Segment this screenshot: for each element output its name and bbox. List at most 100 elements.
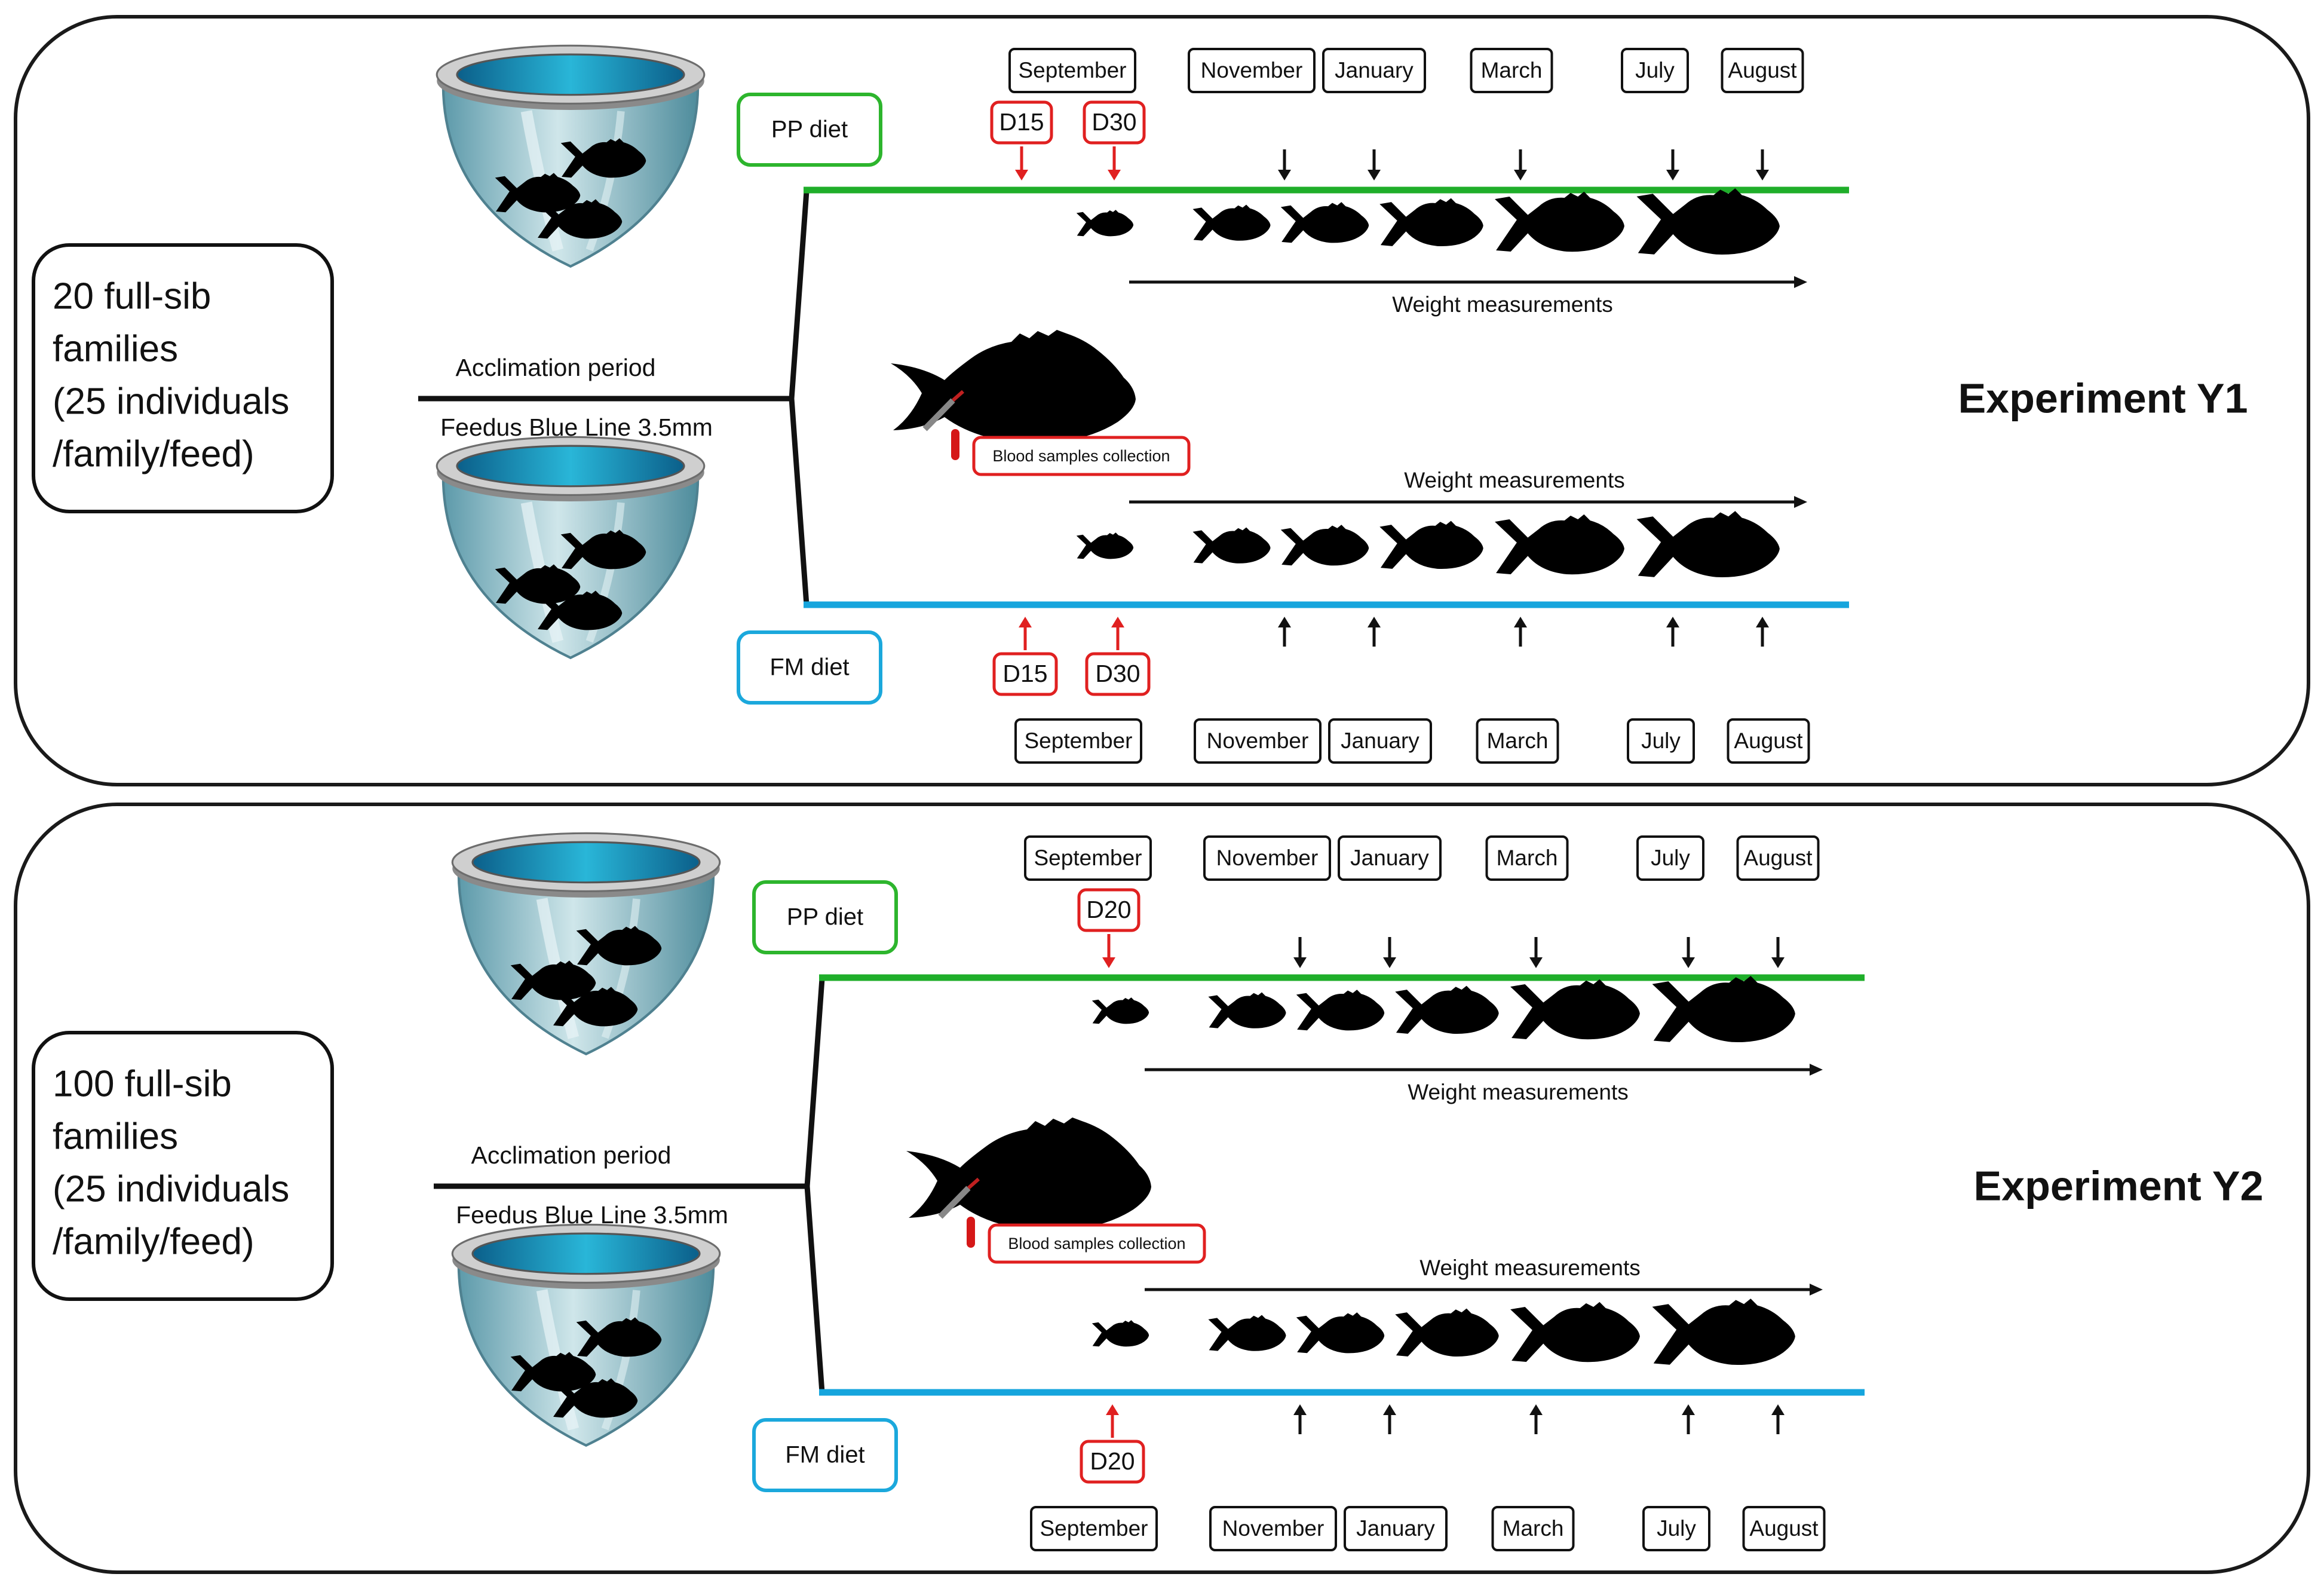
sampling-arrow-top-head xyxy=(1015,170,1028,180)
weight-arrow-top-head xyxy=(1810,1064,1823,1076)
weighing-arrow-top xyxy=(1514,149,1527,180)
blood-collection-label-box xyxy=(988,1223,1206,1264)
syringe-icon xyxy=(938,1177,980,1219)
weighing-arrow-bottom xyxy=(1383,1404,1396,1434)
month-bottom-5-label: July xyxy=(1657,1516,1696,1541)
weighing-arrow-top xyxy=(1278,149,1291,180)
month-bottom-3: January xyxy=(1328,718,1432,764)
weighing-arrow-top xyxy=(1756,149,1769,180)
fm-diet-label-box xyxy=(752,1418,898,1492)
month-bottom-3-label: January xyxy=(1341,728,1419,753)
pp-diet-label: PP diet xyxy=(752,880,898,954)
sampling-day-top: D30 xyxy=(1083,100,1146,145)
month-top-2-label: November xyxy=(1201,58,1303,82)
sampling-arrow-top-head xyxy=(1108,170,1121,180)
branch-line xyxy=(789,191,810,605)
month-bottom-5-box xyxy=(1642,1506,1710,1551)
month-top-3-label: January xyxy=(1350,846,1429,870)
feed-label: Feedus Blue Line 3.5mm xyxy=(456,1201,728,1229)
weighing-arrow-bottom xyxy=(1771,1404,1785,1434)
pp-diet-label-box xyxy=(752,880,898,954)
sampling-day-bottom-box xyxy=(1080,1440,1145,1484)
month-bottom-3: January xyxy=(1344,1506,1448,1551)
month-top-2: November xyxy=(1188,48,1316,93)
month-top-4-box xyxy=(1485,835,1569,881)
sampling-day-bottom-label: D30 xyxy=(1095,660,1140,687)
weighing-arrow-top-head xyxy=(1368,170,1381,180)
syringe-barrel xyxy=(938,1186,971,1219)
weight-arrow-top xyxy=(1129,276,1807,288)
month-top-3-box xyxy=(1322,48,1426,93)
month-bottom-1: September xyxy=(1030,1506,1158,1551)
syringe-needle xyxy=(967,1177,980,1190)
sampling-arrow-top xyxy=(1102,934,1115,968)
weighing-arrow-top-head xyxy=(1666,170,1679,180)
blood-collection-label: Blood samples collection xyxy=(972,436,1191,476)
sampling-day-top-box xyxy=(1083,100,1146,145)
weight-label-top: Weight measurements xyxy=(1408,1080,1628,1104)
weighing-arrow-bottom xyxy=(1529,1404,1543,1434)
month-bottom-5-label: July xyxy=(1641,728,1681,753)
fm-diet-label-box xyxy=(737,630,882,705)
weighing-arrow-bottom xyxy=(1368,617,1381,647)
syringe-needle xyxy=(952,390,964,402)
sampling-day-bottom: D15 xyxy=(992,652,1058,696)
weighing-arrow-top-head xyxy=(1383,957,1396,968)
month-top-1: September xyxy=(1024,835,1152,881)
experiment-title: Experiment Y2 xyxy=(1973,1162,2263,1209)
weighing-arrow-top-head xyxy=(1682,957,1695,968)
weighing-arrow-bottom xyxy=(1293,1404,1307,1434)
sampling-day-bottom-label: D15 xyxy=(1002,660,1047,687)
month-bottom-2-label: November xyxy=(1222,1516,1325,1541)
fm-diet-label: FM diet xyxy=(752,1418,898,1492)
pp-diet-label-label: PP diet xyxy=(771,117,848,143)
month-top-5-label: July xyxy=(1651,846,1690,870)
families-text-line: /family/feed) xyxy=(53,1221,255,1262)
fm-diet-label: FM diet xyxy=(737,630,882,705)
sampling-day-top-box xyxy=(1077,888,1140,932)
experiment-title: Experiment Y1 xyxy=(1958,375,2248,421)
weighing-arrow-bottom xyxy=(1278,617,1291,647)
sampling-day-top: D20 xyxy=(1077,888,1140,932)
pp-diet-label-box xyxy=(737,93,882,167)
weighing-arrow-top xyxy=(1368,149,1381,180)
month-bottom-6: August xyxy=(1742,1506,1826,1551)
families-box-frame xyxy=(32,1031,334,1301)
fm-diet-label-label: FM diet xyxy=(785,1442,864,1468)
month-bottom-1-label: September xyxy=(1040,1516,1148,1541)
syringe-barrel xyxy=(922,398,955,431)
month-bottom-4-box xyxy=(1491,1506,1575,1551)
month-bottom-4: March xyxy=(1476,718,1559,764)
month-top-6: August xyxy=(1736,835,1820,881)
acclimation-label: Acclimation period xyxy=(471,1141,672,1169)
month-bottom-2: November xyxy=(1209,1506,1337,1551)
families-text-line: /family/feed) xyxy=(53,433,255,474)
month-bottom-4: March xyxy=(1491,1506,1575,1551)
pp-diet-label-label: PP diet xyxy=(787,904,863,930)
month-top-1-label: September xyxy=(1019,58,1127,82)
panel-frame xyxy=(14,803,2310,1574)
month-bottom-1-box xyxy=(1014,718,1142,764)
month-top-5: July xyxy=(1621,48,1689,93)
blood-collection-label: Blood samples collection xyxy=(988,1223,1206,1264)
month-bottom-1: September xyxy=(1014,718,1142,764)
families-text-line: (25 individuals xyxy=(53,1168,289,1210)
weighing-arrow-top xyxy=(1529,937,1543,968)
families-text-line: families xyxy=(53,1116,178,1157)
month-bottom-1-label: September xyxy=(1025,728,1133,753)
weighing-arrow-top-head xyxy=(1529,957,1543,968)
month-top-6-label: August xyxy=(1728,58,1797,82)
month-top-1: September xyxy=(1008,48,1136,93)
weighing-arrow-bottom xyxy=(1666,617,1679,647)
pp-diet-label: PP diet xyxy=(737,93,882,167)
weighing-arrow-bottom-head xyxy=(1368,617,1381,627)
weighing-arrow-top xyxy=(1383,937,1396,968)
month-top-5-box xyxy=(1636,835,1704,881)
month-bottom-2-box xyxy=(1209,1506,1337,1551)
month-bottom-3-box xyxy=(1328,718,1432,764)
sampling-day-top: D15 xyxy=(990,100,1053,145)
month-top-2-box xyxy=(1203,835,1331,881)
